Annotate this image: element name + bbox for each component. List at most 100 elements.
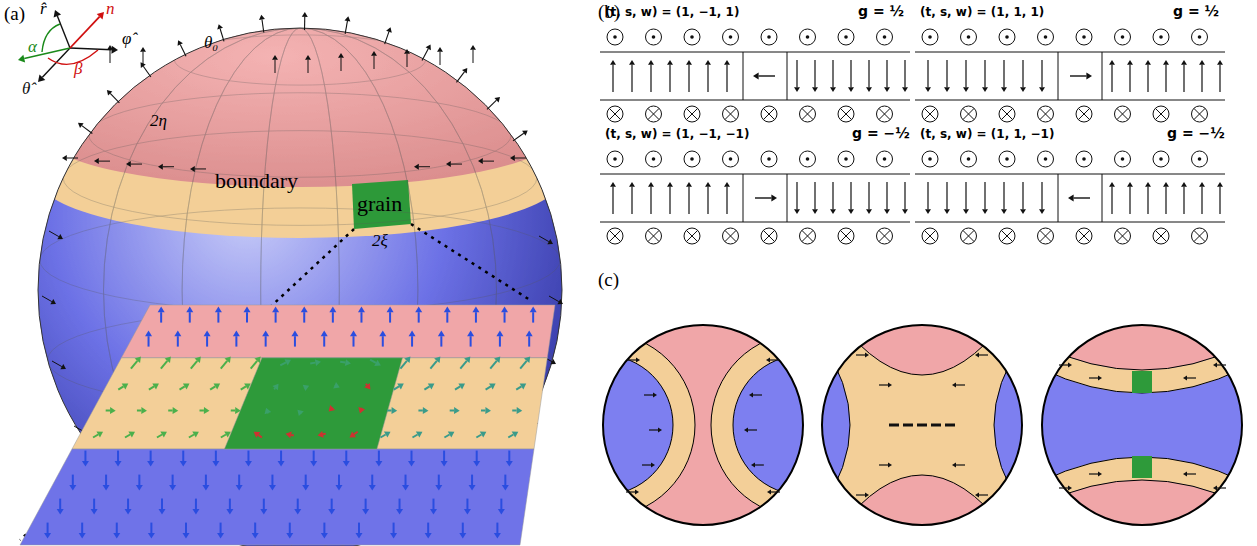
arrow	[206, 336, 208, 346]
arrow-head	[498, 509, 505, 515]
field-in	[1115, 106, 1131, 122]
arrow-head	[550, 359, 556, 364]
arrow-head	[396, 509, 403, 515]
arrow-head	[384, 431, 391, 437]
arrow	[52, 361, 62, 367]
arrow	[106, 410, 110, 412]
arrow	[42, 296, 52, 302]
arrow-head	[944, 209, 950, 214]
arrow	[341, 58, 342, 71]
field-out	[1153, 151, 1169, 167]
arrow-head	[318, 431, 324, 438]
field-in	[725, 108, 736, 119]
arrow	[1111, 187, 1112, 214]
arrow-head	[866, 209, 872, 214]
field-in	[1038, 228, 1054, 244]
field-in	[963, 230, 974, 241]
field-in	[1001, 230, 1012, 241]
arrow-head	[902, 87, 908, 92]
arrow-head	[333, 382, 340, 388]
plane-region	[224, 358, 402, 449]
arrow-head	[103, 485, 110, 491]
arrow	[814, 60, 815, 87]
arrow	[512, 410, 516, 412]
field-out	[1076, 151, 1092, 167]
arrow	[57, 16, 70, 48]
arrow-head	[648, 60, 654, 65]
arrow-head	[315, 359, 321, 366]
arrow-head	[328, 509, 335, 515]
arrow	[131, 164, 142, 165]
arrow-head	[145, 331, 152, 337]
arrow-head	[1068, 363, 1072, 368]
state-label: (t, s, w) = (1, −1, 1)	[605, 6, 739, 18]
arrow-head	[464, 509, 471, 515]
arrow	[365, 499, 367, 509]
field-in	[1078, 230, 1089, 241]
arrow	[726, 65, 727, 92]
arrow	[649, 429, 658, 430]
arrow-head	[44, 533, 51, 539]
plane-region	[121, 305, 555, 358]
arrow-head	[1020, 209, 1026, 214]
arrow	[271, 475, 273, 485]
arrow-head	[236, 485, 243, 491]
arrow-head	[794, 87, 800, 92]
arrow	[389, 312, 391, 322]
arrow	[235, 336, 237, 346]
arrow-head	[338, 53, 344, 58]
arrow	[771, 491, 780, 492]
field-in	[924, 230, 935, 241]
axes	[18, 10, 118, 82]
field-in	[763, 230, 774, 241]
arrow	[424, 386, 429, 389]
arrow-head	[496, 331, 503, 337]
arrow	[1129, 187, 1130, 214]
arrow	[438, 475, 440, 485]
arrow-head	[547, 239, 553, 244]
arrow	[520, 361, 526, 369]
state-label: (t, s, w) = (1, 1, −1)	[920, 128, 1054, 140]
field-out	[800, 151, 816, 167]
arrow	[707, 187, 708, 214]
arrow-head	[94, 158, 99, 164]
arrow-head	[60, 364, 66, 369]
arrow-head	[766, 358, 770, 363]
arrow-head	[1020, 87, 1026, 92]
arrow-head	[1109, 60, 1115, 65]
arrow-head	[329, 307, 336, 313]
field-in	[763, 230, 774, 241]
arrow-head	[744, 428, 748, 433]
field-in	[686, 108, 697, 119]
arrow	[340, 361, 345, 364]
arrow-head	[629, 182, 635, 187]
arrow	[462, 523, 464, 533]
arrow	[127, 499, 129, 509]
arrow-head	[435, 485, 442, 491]
arrow	[370, 360, 376, 363]
arrow	[110, 50, 111, 63]
g-value: g = ½	[1173, 4, 1219, 18]
arrow-head	[1213, 363, 1217, 368]
arrow	[81, 523, 83, 533]
arrow	[47, 523, 49, 533]
circle-1	[511, 320, 895, 530]
arrow-head	[140, 47, 146, 52]
arrow-head	[501, 307, 508, 313]
arrow	[221, 435, 226, 438]
field-out	[922, 151, 938, 167]
field-in	[609, 108, 620, 119]
arrow-head	[97, 12, 104, 19]
arrow	[481, 410, 485, 412]
arrow-head	[464, 357, 470, 364]
arrow	[405, 475, 407, 485]
field-in	[1155, 230, 1166, 241]
field-out	[961, 29, 977, 45]
field-out	[767, 35, 771, 39]
arrow-head	[135, 357, 141, 364]
arrow	[280, 362, 286, 365]
arrow-head	[152, 383, 159, 389]
arrow-head	[1001, 209, 1007, 214]
arrow	[508, 435, 513, 438]
field-out	[877, 29, 893, 45]
